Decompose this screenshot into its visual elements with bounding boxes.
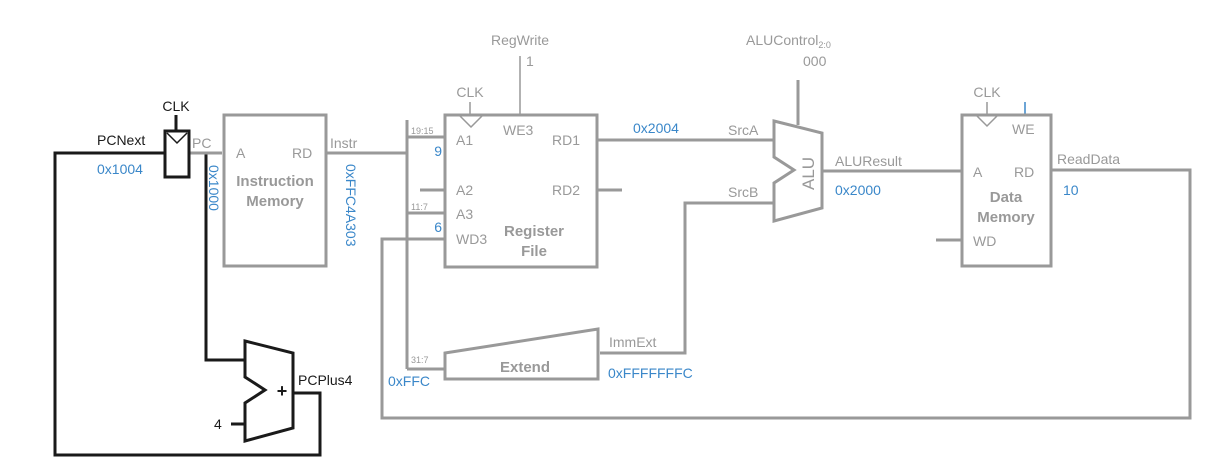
pc-value: 0x1000 [206,165,222,211]
readdata-value: 10 [1063,182,1079,198]
dm-port-rd: RD [1014,164,1034,180]
adder-shape [243,339,295,443]
dm-port-we: WE [1012,121,1035,137]
pcnext-wire [53,151,322,457]
plus-icon: + [277,381,288,401]
extend-unit: Extend 31:7 0xFFC ImmExt 0xFFFFFFFC [388,327,693,389]
imem-title-1: Instruction [236,173,314,190]
clock-triangle-icon [166,132,188,145]
extend-input-value: 0xFFC [388,373,430,389]
imem-title-2: Memory [246,193,304,210]
rf-port-wd3: WD3 [456,231,487,247]
regwrite-label: RegWrite [491,32,549,48]
pc-clk-label: CLK [162,98,190,114]
dm-port-a: A [973,164,983,180]
srca-value: 0x2004 [633,120,679,136]
srcb-label: SrcB [728,184,758,200]
data-memory: CLK WE A RD Data Memory WD ReadData 10 [960,84,1120,268]
alucontrol-label-main: ALUControl [746,32,818,48]
pc-label: PC [192,135,211,151]
imem-port-a: A [236,145,246,161]
rf-port-a2: A2 [456,182,473,198]
dm-port-wd: WD [973,233,996,249]
aluresult-label: ALUResult [835,153,902,169]
pc-adder: + 4 PCPlus4 [214,339,353,443]
rf-port-a3: A3 [456,206,473,222]
imem-port-rd: RD [292,145,312,161]
register-file-box [443,113,599,269]
instruction-memory-box [222,113,328,268]
a1-value: 9 [434,143,442,159]
clock-triangle-icon [459,115,483,129]
extend-input-bits: 31:7 [411,355,429,365]
pcnext-value: 0x1004 [97,161,143,177]
rf-port-we3: WE3 [503,122,534,138]
readdata-label: ReadData [1057,151,1120,167]
alucontrol-label: ALUControl2:0 [746,32,831,50]
rf-port-rd2: RD2 [552,182,580,198]
aluresult-value: 0x2000 [835,182,881,198]
srca-label: SrcA [728,122,759,138]
pc-loop-wires [53,115,322,457]
rf-title-2: File [521,243,547,260]
extend-title: Extend [500,359,550,376]
alucontrol-subscript: 2:0 [818,40,831,50]
immext-value: 0xFFFFFFFC [608,365,693,381]
pc-register-box [163,129,191,179]
a3-value: 6 [434,219,442,235]
result-wire [380,168,1192,420]
rf-title-1: Register [504,223,564,240]
instr-value: 0xFFC4A303 [343,164,359,247]
alu-shape [772,119,824,223]
regwrite-value: 1 [526,53,534,69]
instruction-memory: A RD Instruction Memory Instr 0xFFC4A303 [222,113,359,268]
a1-bits: 19:15 [411,126,434,136]
dm-title-1: Data [990,189,1023,206]
gray-wires [190,56,1192,420]
instr-label: Instr [330,135,358,151]
pc-to-adder-wire [204,153,245,362]
rf-port-a1: A1 [456,132,473,148]
pc-register: CLK PCNext 0x1004 PC 0x1000 [97,98,222,211]
data-memory-box [960,113,1053,268]
const-four-label: 4 [214,416,222,432]
pcnext-label: PCNext [97,132,145,148]
pcplus4-label: PCPlus4 [298,372,353,388]
immext-wire [600,201,774,355]
extend-shape [443,327,600,381]
a3-bits: 11:7 [411,202,428,212]
alu: ALU ALUControl2:0 000 SrcA 0x2004 SrcB A… [633,32,902,223]
alu-title: ALU [799,157,818,190]
rf-clk-label: CLK [456,84,484,100]
clock-triangle-icon [976,115,998,128]
rf-port-rd1: RD1 [552,132,580,148]
alucontrol-value: 000 [803,53,827,69]
dm-clk-label: CLK [973,84,1001,100]
immext-label: ImmExt [609,334,657,350]
dm-title-2: Memory [977,209,1035,226]
register-file: CLK RegWrite 1 A1 WE3 RD1 A2 RD2 A3 WD3 … [411,32,599,269]
